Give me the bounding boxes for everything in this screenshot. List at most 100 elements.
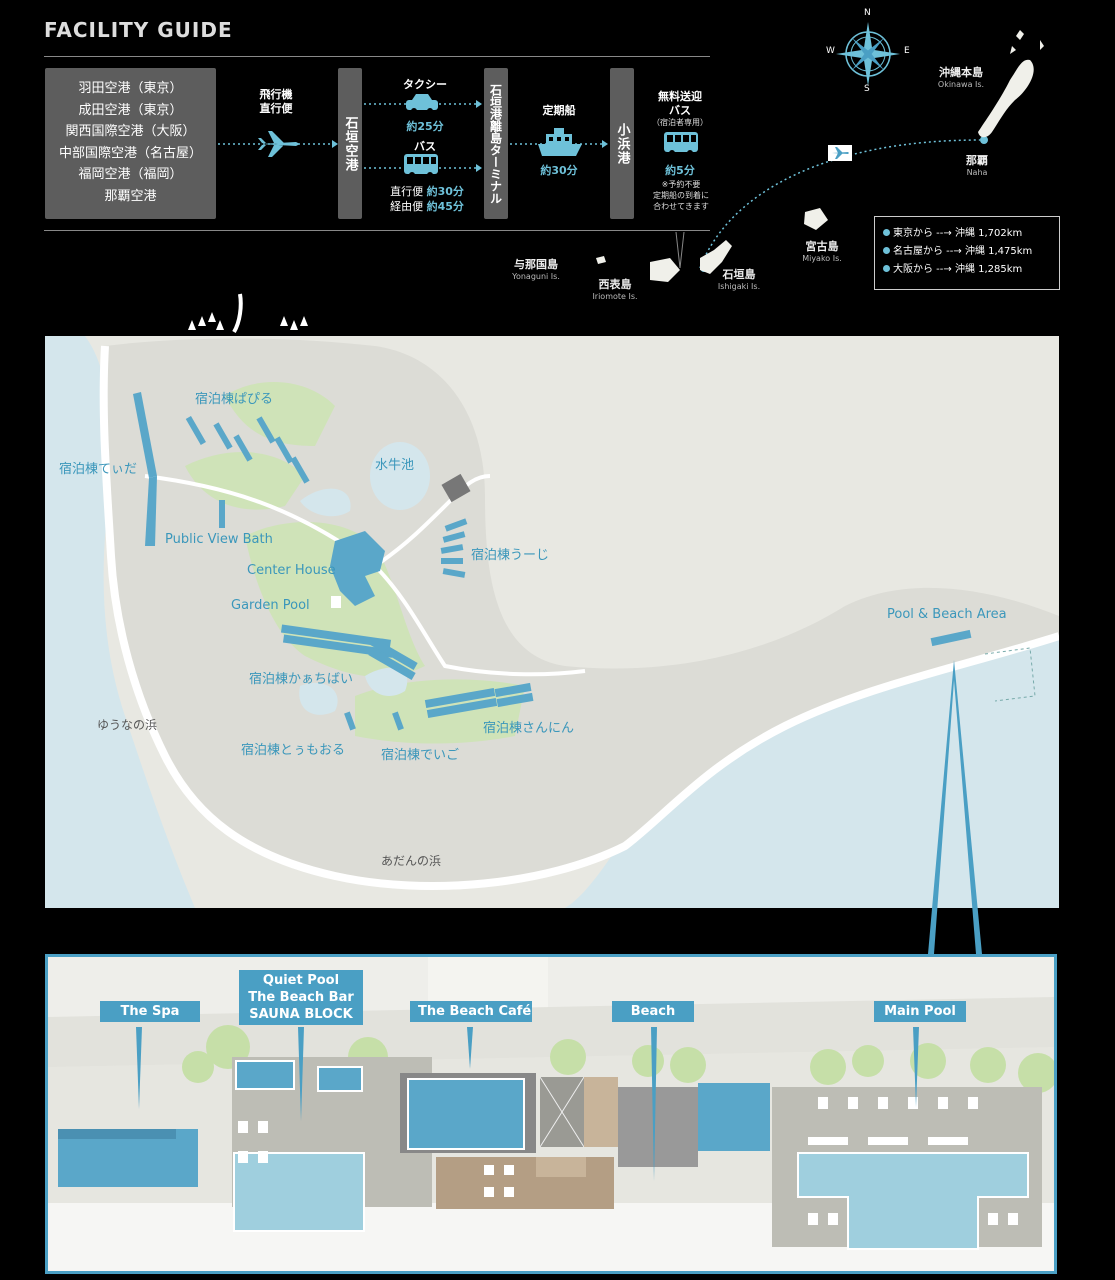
ishigaki-airport-label: 石垣空港 xyxy=(342,115,358,172)
compass-w: W xyxy=(826,46,835,56)
kaachibai-buildings xyxy=(280,624,418,680)
tag-beach-bar: The Beach Bar xyxy=(248,990,354,1005)
tag-the-spa: The Spa xyxy=(100,1001,200,1022)
compass-s: S xyxy=(864,84,870,94)
ishigaki-label: 石垣島 Ishigaki Is. xyxy=(708,266,770,291)
origin-airports-box: 羽田空港（東京） 成田空港（東京） 関西国際空港（大阪） 中部国際空港（名古屋）… xyxy=(45,68,216,219)
label-tida: 宿泊棟てぃだ xyxy=(59,462,138,477)
bus-route xyxy=(364,154,482,178)
detail-drawing xyxy=(48,957,1054,1271)
gray-building xyxy=(441,473,471,503)
tag-quiet-pool: Quiet Pool xyxy=(262,973,340,988)
compass-e: E xyxy=(904,46,910,56)
papiru-buildings xyxy=(185,416,310,484)
origin-airport: 福岡空港（福岡） xyxy=(78,167,183,182)
zoom-connector xyxy=(928,660,982,954)
ferry-route xyxy=(510,128,608,156)
ishigaki-airport-box: 石垣空港 xyxy=(338,68,362,219)
miyako-label: 宮古島 Miyako Is. xyxy=(794,238,850,263)
shuttle-note-4: 合わせてきます xyxy=(653,202,709,211)
pool-beach-detail: The Spa Quiet Pool The Beach Bar SAUNA B… xyxy=(45,954,1057,1274)
bus-via: 経由便 約45分 xyxy=(382,198,472,214)
facility-guide-title: FACILITY GUIDE xyxy=(44,18,233,42)
label-uji: 宿泊棟うーじ xyxy=(471,548,550,563)
bus-direct-time: 約30分 xyxy=(426,185,464,198)
label-bath: Public View Bath xyxy=(165,532,273,547)
okinawa-region-map xyxy=(596,22,1044,282)
origin-airport: 羽田空港（東京） xyxy=(78,81,183,96)
center-house-building xyxy=(330,531,385,606)
label-papiru: 宿泊棟ぱぴる xyxy=(195,392,274,407)
miyako-en: Miyako Is. xyxy=(802,254,842,263)
pool-beach-building xyxy=(930,629,972,647)
resort-map: 宿泊棟ぱぴる 宿泊棟てぃだ 水牛池 Public View Bath 宿泊棟うー… xyxy=(45,336,1059,908)
shuttle-bus-icon xyxy=(664,132,698,156)
shuttle-note-3: 定期船の到着に xyxy=(653,191,709,200)
bus-icon xyxy=(404,154,438,178)
tag-beach: Beach xyxy=(612,1001,694,1022)
origin-airport: 関西国際空港（大阪） xyxy=(65,124,196,139)
tag-sauna-block: SAUNA BLOCK xyxy=(249,1007,353,1022)
bus-label: バス xyxy=(414,140,436,153)
taxi-time: 約25分 xyxy=(406,120,444,133)
uji-buildings xyxy=(440,518,468,578)
tag-beach-cafe: The Beach Café xyxy=(410,1001,532,1022)
iriomote-en: Iriomote Is. xyxy=(592,292,638,301)
shuttle-note-2: ※予約不要 xyxy=(661,180,701,189)
naha-en: Naha xyxy=(966,168,988,177)
label-adan: あだんの浜 xyxy=(381,854,442,868)
top-rule xyxy=(44,56,710,57)
ferry-icon xyxy=(538,128,582,156)
plane-icon xyxy=(828,145,852,161)
bus-direct: 直行便 約30分 xyxy=(382,183,472,199)
compass-n: N xyxy=(864,8,871,18)
terminal-label: 石垣港離島ターミナル xyxy=(488,83,503,204)
naha-label: 那覇 Naha xyxy=(952,152,1002,177)
distance-legend: 東京から --→ 沖縄 1,702km 名古屋から --→ 沖縄 1,475km… xyxy=(874,216,1060,290)
okinawa-jp: 沖縄本島 xyxy=(939,66,983,79)
origin-airport: 成田空港（東京） xyxy=(78,102,183,118)
yonaguni-jp: 与那国島 xyxy=(514,258,558,271)
iriomote-label: 西表島 Iriomote Is. xyxy=(582,276,648,301)
ferry-label: 定期船 xyxy=(542,104,576,117)
yonaguni-label: 与那国島 Yonaguni Is. xyxy=(500,256,572,281)
airplane-icon xyxy=(258,131,300,157)
trees-decoration xyxy=(188,293,308,334)
distance-row: 名古屋から --→ 沖縄 1,475km xyxy=(875,243,1059,261)
label-pool-beach: Pool & Beach Area xyxy=(887,607,1007,622)
sannin-buildings xyxy=(424,682,534,719)
ferry-time: 約30分 xyxy=(540,164,578,177)
taxi-icon xyxy=(406,94,438,114)
okinawa-en: Okinawa Is. xyxy=(937,80,985,89)
compass-icon xyxy=(836,22,900,86)
tag-quiet-pool-group: Quiet Pool The Beach Bar SAUNA BLOCK xyxy=(239,970,363,1025)
kohama-port-label: 小浜港 xyxy=(614,122,630,165)
label-suigyu: 水牛池 xyxy=(375,458,415,473)
label-kaachibai: 宿泊棟かぁちばい xyxy=(249,672,354,687)
distance-row: 東京から --→ 沖縄 1,702km xyxy=(875,217,1059,243)
shuttle-note: （宿泊者専用） xyxy=(652,118,708,127)
tida-buildings xyxy=(133,392,157,546)
yonaguni-en: Yonaguni Is. xyxy=(512,272,560,281)
bath-building xyxy=(219,500,225,528)
flight-label: 飛行機 直行便 xyxy=(259,88,293,115)
resort-map-drawing xyxy=(45,336,1059,908)
ishigaki-en: Ishigaki Is. xyxy=(717,282,761,291)
label-tumooru: 宿泊棟とぅもおる xyxy=(241,743,346,758)
tumooru-teigo-buildings xyxy=(344,711,404,731)
origin-airport: 那覇空港 xyxy=(104,188,157,204)
label-sannin: 宿泊棟さんにん xyxy=(483,721,575,736)
origin-airport: 中部国際空港（名古屋） xyxy=(58,145,202,161)
ishigaki-jp: 石垣島 xyxy=(722,268,756,281)
distance-row: 大阪から --→ 沖縄 1,285km xyxy=(875,261,1059,279)
label-teigo: 宿泊棟でいご xyxy=(381,748,460,763)
iriomote-jp: 西表島 xyxy=(598,278,632,291)
shuttle-label: 無料送迎 xyxy=(658,90,702,103)
naha-jp: 那覇 xyxy=(966,154,988,167)
bus-via-time: 約45分 xyxy=(426,200,464,213)
label-garden-pool: Garden Pool xyxy=(231,598,310,613)
tag-main-pool: Main Pool xyxy=(874,1001,966,1022)
miyako-jp: 宮古島 xyxy=(805,240,839,253)
flight-route xyxy=(218,131,338,157)
shuttle-time: 約5分 xyxy=(665,164,695,177)
